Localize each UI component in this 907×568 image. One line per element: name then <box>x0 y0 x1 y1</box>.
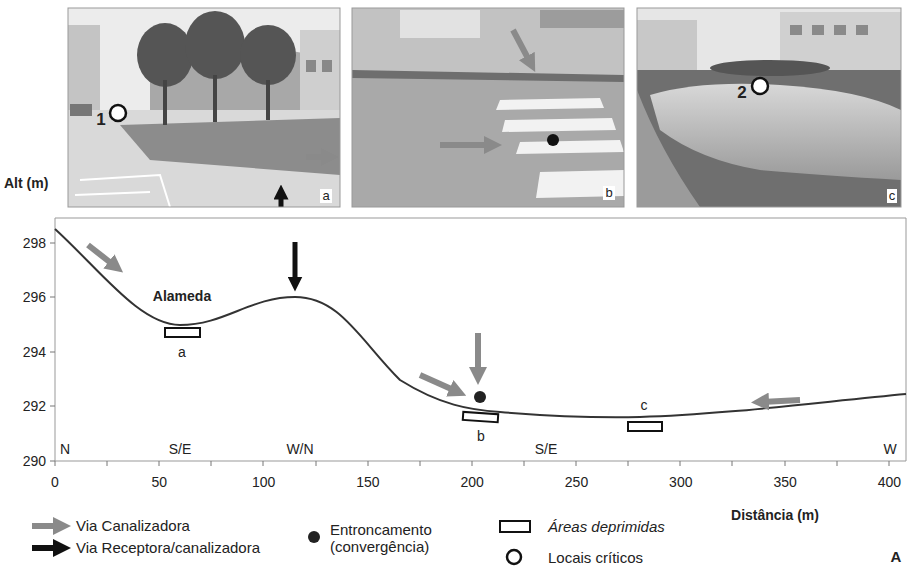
axis-title: Distância (m) <box>731 507 819 523</box>
tick-label: 300 <box>669 474 692 490</box>
photo-a <box>68 8 340 207</box>
tick-label: 250 <box>565 474 588 490</box>
callout-number: 1 <box>96 110 105 130</box>
tick-label: 296 <box>23 289 46 305</box>
photo-letter: b <box>603 186 614 201</box>
legend-text: Via Receptora/canalizadora <box>76 539 260 556</box>
legend-text: Via Canalizadora <box>76 517 190 534</box>
legend-text: Locais críticos <box>548 549 643 566</box>
tick-label: 290 <box>23 453 46 469</box>
legend-text: Entroncamento (convergência) <box>330 521 455 556</box>
legend-text: Áreas deprimidas <box>548 518 665 535</box>
place-name: Alameda <box>153 288 211 304</box>
direction-label: W <box>883 441 896 457</box>
tick-label: 0 <box>51 474 59 490</box>
photo-c <box>637 8 901 207</box>
photo-b <box>352 8 624 207</box>
direction-label: S/E <box>169 441 192 457</box>
terrain-profile <box>55 229 906 417</box>
tick-label: 200 <box>461 474 484 490</box>
tick-label: 298 <box>23 235 46 251</box>
chart-frame <box>55 218 906 461</box>
area-letter: a <box>178 344 186 360</box>
direction-label: W/N <box>286 441 313 457</box>
tick-label: 400 <box>878 474 901 490</box>
tick-label: 50 <box>152 474 168 490</box>
photo-letter: a <box>320 189 331 204</box>
panel-letter: A <box>891 548 902 565</box>
tick-label: 350 <box>773 474 796 490</box>
area-letter: c <box>641 397 648 413</box>
photo-letter: c <box>887 189 898 204</box>
callout-number: 2 <box>737 83 746 103</box>
tick-label: 292 <box>23 398 46 414</box>
axis-title: Alt (m) <box>4 175 48 191</box>
area-letter: b <box>477 428 485 444</box>
tick-label: 100 <box>252 474 275 490</box>
direction-label: S/E <box>535 441 558 457</box>
tick-label: 294 <box>23 344 46 360</box>
direction-label: N <box>60 441 70 457</box>
tick-label: 150 <box>356 474 379 490</box>
